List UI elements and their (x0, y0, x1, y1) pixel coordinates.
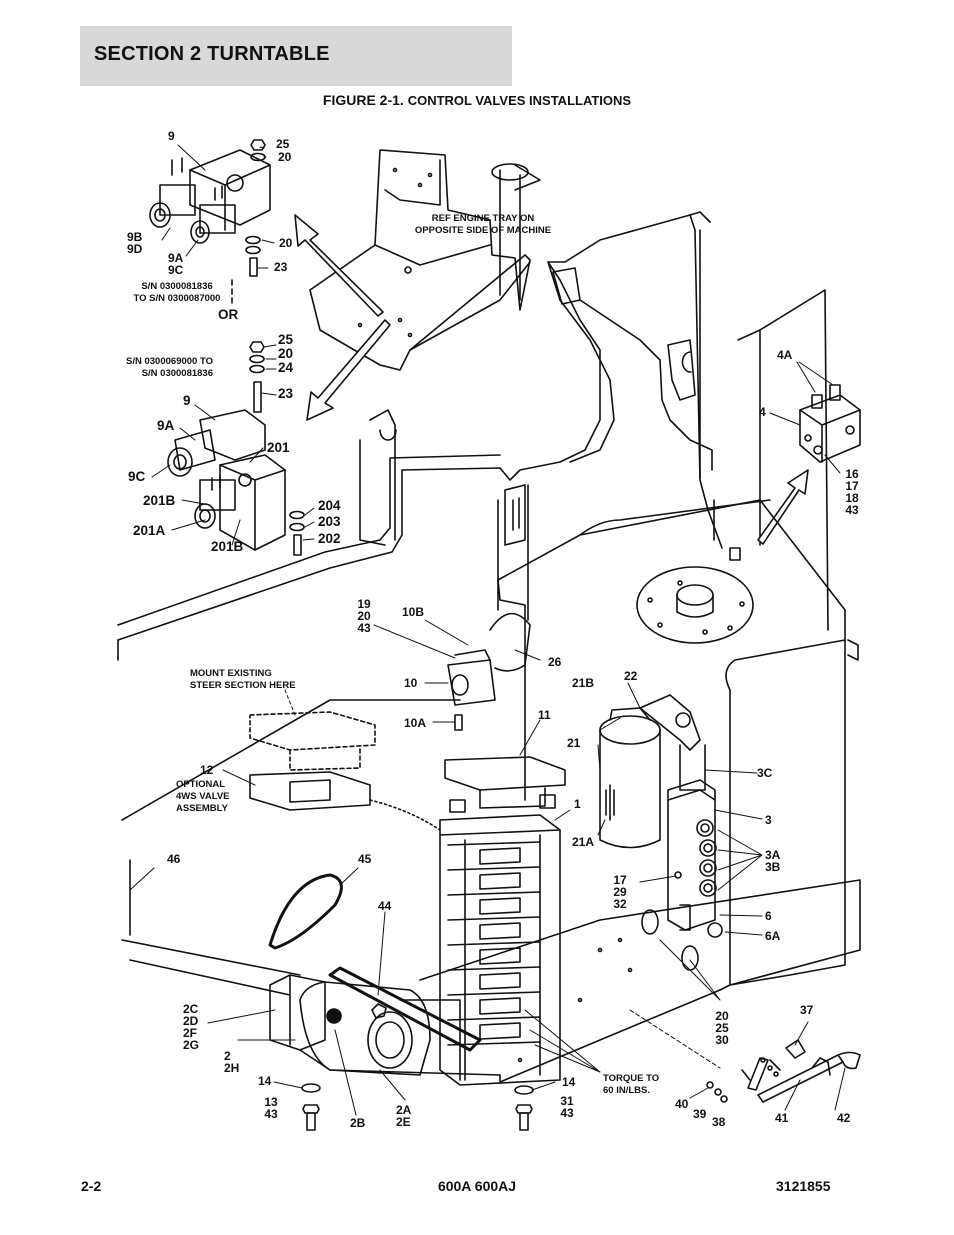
top-valve-assembly (149, 139, 271, 306)
optional-4ws-note: OPTIONAL 4WS VALVE ASSEMBLY (176, 779, 230, 814)
serial-range-a: S/N 0300081836 TO S/N 0300087000 (133, 281, 221, 304)
section-title: SECTION 2 TURNTABLE (94, 43, 330, 65)
hydraulic-tank (497, 499, 859, 991)
callout-44: 44 (378, 899, 392, 913)
arrow-to-top-valve (294, 214, 384, 317)
callout-201: 201 (267, 440, 290, 455)
callout-16-17-18-43: 16 17 18 43 (845, 467, 859, 517)
callout-4: 4 (759, 405, 766, 419)
serial-range-b: S/N 0300069000 TO S/N 0300081836 (126, 356, 213, 379)
arrow-to-4-valve (757, 469, 809, 545)
callout-2b: 2B (350, 1116, 366, 1130)
callout-25-lower: 25 (278, 332, 294, 347)
callout-21a: 21A (572, 835, 595, 849)
callout-23-top: 23 (274, 260, 288, 274)
callout-20-top: 20 (278, 150, 292, 164)
callout-3a-3b: 3A 3B (765, 848, 781, 874)
callout-1: 1 (574, 797, 581, 811)
page-number: 2-2 (81, 1178, 102, 1194)
callout-26: 26 (548, 655, 562, 669)
optional-4ws-valve (249, 771, 441, 831)
callout-204: 204 (318, 498, 341, 513)
document-number: 3121855 (776, 1178, 831, 1194)
callout-6: 6 (765, 909, 772, 923)
engine-tray-note: REF ENGINE TRAY ON OPPOSITE SIDE OF MACH… (414, 213, 552, 236)
callout-4a: 4A (777, 348, 793, 362)
torque-note: TORQUE TO 60 IN/LBS. (603, 1073, 660, 1096)
section-header-bar: SECTION 2 TURNTABLE (80, 26, 512, 86)
callout-21: 21 (567, 736, 581, 750)
valve-10-assembly (447, 612, 531, 731)
callout-20-lower: 20 (278, 346, 294, 361)
callout-201a: 201A (133, 523, 166, 538)
callout-203: 203 (318, 514, 341, 529)
callout-14-right: 14 (562, 1075, 576, 1089)
gasket-44 (328, 966, 482, 1052)
callout-201b-a: 201B (143, 493, 176, 508)
leader-lines (129, 144, 846, 1116)
filter-fittings-22 (639, 694, 706, 791)
mount-steer-note: MOUNT EXISTING STEER SECTION HERE (190, 668, 296, 691)
callout-21b: 21B (572, 676, 595, 690)
callout-17-29-32: 17 29 32 (613, 873, 627, 911)
callout-20-mid: 20 (279, 236, 293, 250)
callout-14-left: 14 (258, 1074, 272, 1088)
callout-2c-2d-2f-2g: 2C 2D 2F 2G (183, 1002, 200, 1052)
bottom-hardware (301, 1039, 861, 1131)
callout-22: 22 (624, 669, 638, 683)
base-plate (419, 879, 861, 1083)
callout-10: 10 (404, 676, 418, 690)
figure-title: CONTROL VALVES INSTALLATIONS (407, 93, 632, 108)
callout-31-43: 31 43 (560, 1094, 574, 1120)
callout-41: 41 (775, 1111, 789, 1125)
callout-3: 3 (765, 813, 772, 827)
callout-20-25-30: 20 25 30 (715, 1009, 729, 1047)
callout-38: 38 (712, 1115, 726, 1129)
figure-number: FIGURE 2-1. (322, 92, 404, 108)
lower-valve-assembly (167, 341, 305, 556)
callout-25-top: 25 (276, 137, 290, 151)
callout-3c: 3C (757, 766, 773, 780)
steer-section-ghost (249, 711, 376, 771)
callout-202: 202 (318, 531, 341, 546)
callout-40: 40 (675, 1097, 689, 1111)
callout-46: 46 (167, 852, 181, 866)
callout-19-20-43: 19 20 43 (357, 597, 371, 635)
valve-4-assembly (799, 384, 861, 463)
callout-24-lower: 24 (278, 360, 294, 375)
manifold-block-3 (667, 779, 723, 938)
callout-13-43: 13 43 (264, 1095, 278, 1121)
or-label: OR (218, 307, 239, 322)
callout-45: 45 (358, 852, 372, 866)
callout-9a-9c-top: 9A 9C (168, 251, 184, 277)
model-numbers: 600A 600AJ (437, 1178, 517, 1194)
callout-9a-lower: 9A (157, 418, 175, 433)
callout-6a: 6A (765, 929, 781, 943)
callout-37: 37 (800, 1003, 814, 1017)
callout-2-2h: 2 2H (224, 1049, 240, 1075)
engine-tray-reference (309, 149, 541, 371)
callout-201b-b: 201B (211, 539, 244, 554)
callout-12: 12 (200, 763, 214, 777)
callout-11: 11 (538, 708, 551, 722)
callout-9b-9d: 9B 9D (127, 230, 143, 256)
seal-45 (268, 873, 343, 950)
arrow-to-lower-valve (306, 319, 391, 421)
control-valve-stack (439, 756, 566, 1086)
callout-9c-lower: 9C (128, 469, 146, 484)
callout-9-lower: 9 (183, 393, 191, 408)
turntable-frame-outline (117, 211, 829, 996)
pump-2-assembly (269, 974, 501, 1081)
figure-caption: FIGURE 2-1. CONTROL VALVES INSTALLATIONS (0, 92, 954, 108)
callout-10b: 10B (402, 605, 425, 619)
callout-10a: 10A (404, 716, 427, 730)
callout-39: 39 (693, 1107, 707, 1121)
callout-42: 42 (837, 1111, 851, 1125)
callout-2a-2e: 2A 2E (396, 1103, 412, 1129)
callout-23-lower: 23 (278, 386, 294, 401)
callout-9-top: 9 (168, 129, 175, 143)
return-filter-21 (599, 707, 661, 849)
